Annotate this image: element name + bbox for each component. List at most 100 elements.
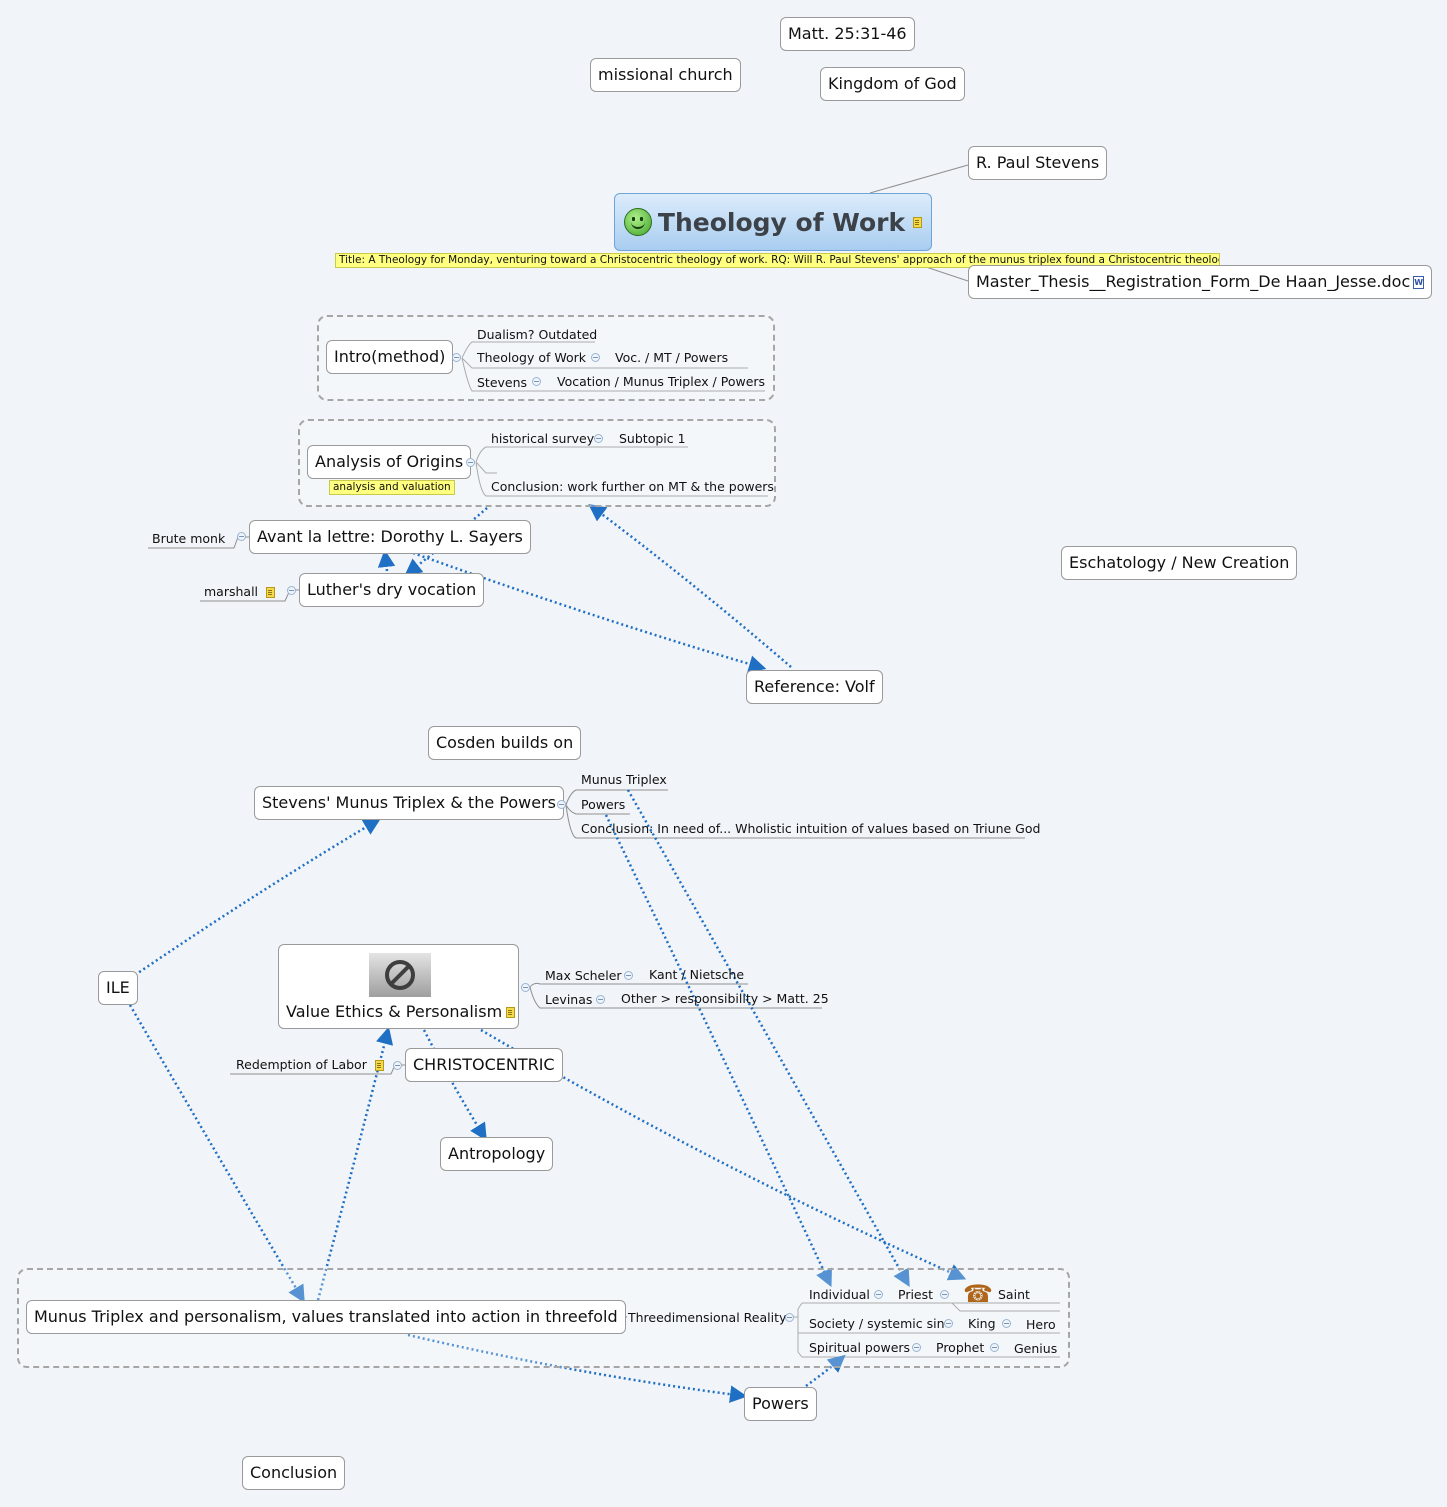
rel-munus-powers [407, 1333, 748, 1403]
grid-king[interactable]: King [968, 1316, 996, 1331]
grid-prophet[interactable]: Prophet [936, 1340, 985, 1355]
grid-genius[interactable]: Genius [1014, 1341, 1058, 1356]
marshall-label: marshall [204, 584, 259, 599]
topic-missional-church[interactable]: missional church [590, 58, 741, 92]
forbidden-image-icon [369, 953, 431, 997]
rel-munus-value [316, 1026, 394, 1301]
collapse-icon[interactable] [624, 971, 633, 980]
collapse-icon[interactable] [452, 353, 461, 362]
collapse-icon[interactable] [591, 353, 600, 362]
note-icon[interactable] [266, 587, 276, 598]
rel-value-antropology [422, 1029, 487, 1141]
rel-ile-munus [128, 1004, 305, 1304]
branch-line-origins [475, 446, 768, 497]
topic-powers[interactable]: Powers [744, 1387, 817, 1421]
topic-kingdom-of-god[interactable]: Kingdom of God [820, 67, 965, 101]
central-topic-title: Theology of Work [657, 207, 906, 237]
word-doc-icon [1413, 276, 1425, 289]
intro-theology-child[interactable]: Voc. / MT / Powers [615, 350, 729, 365]
collapse-icon[interactable] [874, 1290, 883, 1299]
topic-r-paul-stevens[interactable]: R. Paul Stevens [968, 146, 1108, 180]
intro-stevens-child[interactable]: Vocation / Munus Triplex / Powers [557, 374, 766, 389]
note-icon[interactable] [913, 216, 923, 228]
redemption-label: Redemption of Labor [236, 1057, 367, 1072]
collapse-icon[interactable] [466, 458, 475, 467]
grid-spiritual-powers[interactable]: Spiritual powers [809, 1340, 911, 1355]
note-icon[interactable] [506, 1007, 516, 1018]
grid-saint[interactable]: Saint [998, 1287, 1030, 1302]
topic-value-ethics[interactable]: Value Ethics & Personalism [278, 944, 519, 1029]
munus-child-reality[interactable]: Threedimensional Reality [628, 1310, 787, 1325]
origins-child-historical[interactable]: historical survey [491, 431, 595, 446]
intro-child-dualism[interactable]: Dualism? Outdated [477, 327, 598, 342]
collapse-icon[interactable] [521, 983, 530, 992]
topic-ile[interactable]: ILE [98, 971, 138, 1005]
branch-line-stevens [869, 164, 969, 194]
collapse-icon[interactable] [557, 800, 566, 809]
luther-child-marshall[interactable]: marshall [202, 584, 277, 602]
collapse-icon[interactable] [594, 434, 603, 443]
topic-sayers[interactable]: Avant la lettre: Dorothy L. Sayers [249, 520, 531, 554]
topic-eschatology[interactable]: Eschatology / New Creation [1061, 546, 1298, 580]
topic-attachment[interactable]: Master_Thesis__Registration_Form_De Haan… [968, 265, 1433, 299]
intro-child-theology[interactable]: Theology of Work [477, 350, 586, 365]
collapse-icon[interactable] [596, 995, 605, 1004]
central-topic[interactable]: Theology of Work [614, 193, 932, 251]
topic-christocentric[interactable]: CHRISTOCENTRIC [405, 1048, 563, 1082]
collapse-icon[interactable] [287, 586, 296, 595]
branch-line-grid [797, 1302, 1060, 1358]
collapse-icon[interactable] [393, 1061, 402, 1070]
value-ethics-label: Value Ethics & Personalism [286, 1002, 503, 1021]
smiley-icon [623, 208, 652, 236]
rel-powers-spiritual [805, 1354, 846, 1388]
collapse-icon[interactable] [785, 1313, 794, 1322]
topic-reference-volf[interactable]: Reference: Volf [746, 670, 883, 704]
levinas-child[interactable]: Other > responsibility > Matt. 25 [621, 991, 829, 1006]
grid-individual[interactable]: Individual [809, 1287, 870, 1302]
grid-society[interactable]: Society / systemic sin [809, 1316, 945, 1331]
topic-stevens-munus-triplex[interactable]: Stevens' Munus Triplex & the Powers [254, 786, 564, 820]
topic-antropology[interactable]: Antropology [440, 1137, 554, 1171]
topic-analysis-of-origins[interactable]: Analysis of Origins [307, 445, 472, 479]
attachment-label: Master_Thesis__Registration_Form_De Haan… [976, 272, 1411, 291]
origins-subtopic[interactable]: Subtopic 1 [619, 431, 686, 446]
rel-powers-individual [604, 814, 832, 1288]
note-icon[interactable] [374, 1060, 384, 1071]
rel-volf-origins [588, 503, 792, 668]
scheler-child[interactable]: Kant / Nietsche [649, 967, 745, 982]
origins-note: analysis and valuation [329, 480, 455, 495]
grid-priest[interactable]: Priest [898, 1287, 934, 1302]
collapse-icon[interactable] [990, 1343, 999, 1352]
branch-line-intro [461, 341, 765, 392]
stevens-child-munus-triplex[interactable]: Munus Triplex [581, 772, 667, 787]
value-ethics-label-row: Value Ethics & Personalism [286, 1002, 516, 1022]
stevens-child-conclusion[interactable]: Conclusion: In need of... Wholistic intu… [581, 821, 1041, 836]
rel-sayers-volf [412, 551, 767, 673]
collapse-icon[interactable] [237, 532, 246, 541]
intro-child-stevens[interactable]: Stevens [477, 375, 528, 390]
sayers-child-brute-monk[interactable]: Brute monk [152, 531, 226, 546]
collapse-icon[interactable] [1002, 1319, 1011, 1328]
branch-line-value-ethics [529, 982, 822, 1009]
christocentric-child-redemption[interactable]: Redemption of Labor [234, 1057, 386, 1075]
value-child-levinas[interactable]: Levinas [545, 992, 593, 1007]
topic-munus-triplex-personalism[interactable]: Munus Triplex and personalism, values tr… [26, 1300, 626, 1334]
grid-hero[interactable]: Hero [1026, 1317, 1056, 1332]
collapse-icon[interactable] [940, 1290, 949, 1299]
topic-intro-method[interactable]: Intro(method) [326, 340, 454, 374]
collapse-icon[interactable] [944, 1319, 953, 1328]
collapse-icon[interactable] [532, 377, 541, 386]
value-child-scheler[interactable]: Max Scheler [545, 968, 622, 983]
topic-cosden[interactable]: Cosden builds on [428, 726, 582, 760]
topic-conclusion[interactable]: Conclusion [242, 1456, 346, 1490]
topic-matt[interactable]: Matt. 25:31-46 [780, 17, 915, 51]
origins-child-empty[interactable] [489, 456, 493, 458]
topic-luther[interactable]: Luther's dry vocation [299, 573, 485, 607]
collapse-icon[interactable] [912, 1343, 921, 1352]
origins-child-conclusion[interactable]: Conclusion: work further on MT & the pow… [491, 479, 774, 494]
rel-luther-sayers [377, 549, 396, 572]
rel-munustriplex-priest [626, 789, 910, 1288]
stevens-child-powers[interactable]: Powers [581, 797, 626, 812]
telephone-icon: ☎ [963, 1280, 993, 1308]
